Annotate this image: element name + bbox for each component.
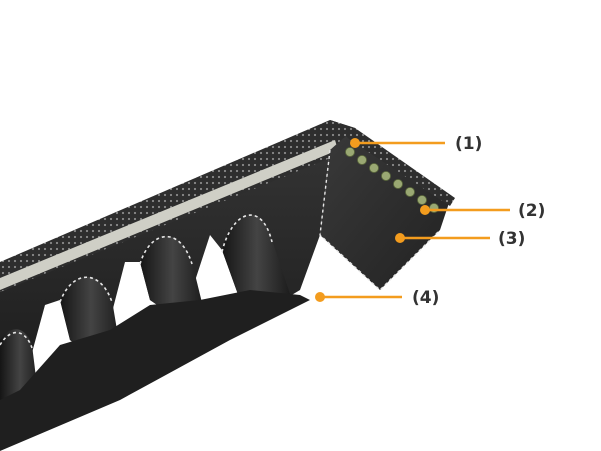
stitched-edge xyxy=(0,214,273,349)
cut-face-stitch xyxy=(319,149,441,291)
cut-face-fabric xyxy=(330,120,455,206)
callout-1: (1) xyxy=(350,134,482,154)
callout-1-label: (1) xyxy=(455,134,482,154)
callout-2: (2) xyxy=(420,201,545,221)
callout-4-label: (4) xyxy=(412,288,439,308)
callout-3: (3) xyxy=(395,229,525,249)
callout-2-label: (2) xyxy=(518,201,545,221)
callout-3-label: (3) xyxy=(498,229,525,249)
belt-cut-face xyxy=(320,128,450,290)
tension-cords xyxy=(345,147,439,213)
callout-3-dot xyxy=(395,233,405,243)
callout-4: (4) xyxy=(315,288,439,308)
belt-lower-body xyxy=(0,290,310,451)
callout-4-dot xyxy=(315,292,325,302)
cord-band xyxy=(0,140,338,290)
callout-2-dot xyxy=(420,205,430,215)
callout-1-dot xyxy=(350,138,360,148)
